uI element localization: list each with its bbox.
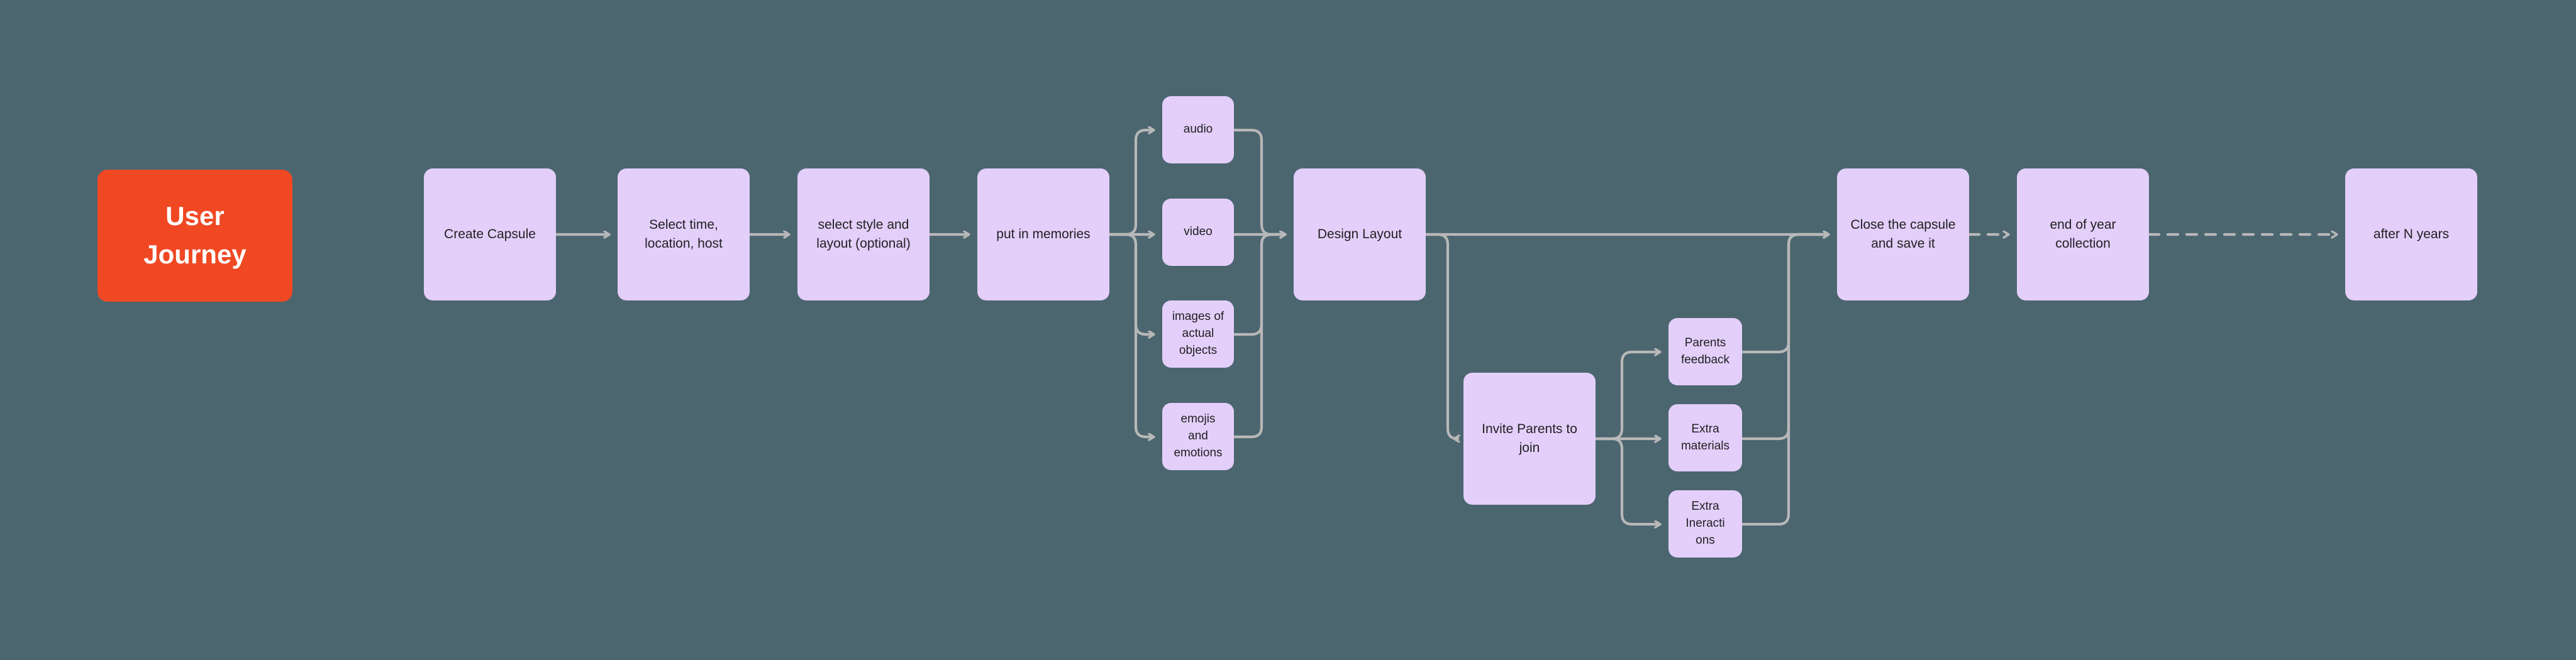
node-after-n-years[interactable]: after N years — [2345, 168, 2477, 300]
title-card-label: User Journey — [143, 197, 246, 274]
edge-interactions-to-close — [1740, 234, 1828, 526]
edge-emojis-to-design — [1232, 234, 1285, 439]
node-create-capsule[interactable]: Create Capsule — [424, 168, 556, 300]
title-card-user-journey[interactable]: User Journey — [97, 170, 292, 302]
edge-feedback-to-close — [1740, 234, 1828, 354]
edge-images-to-design — [1232, 234, 1285, 336]
node-label-audio: audio — [1183, 123, 1213, 136]
node-put-in-memories[interactable]: put in memories — [977, 168, 1109, 300]
node-label-design-layout: Design Layout — [1317, 227, 1402, 242]
edge-audio-to-design — [1232, 128, 1285, 234]
node-audio[interactable]: audio — [1162, 96, 1234, 163]
edge-memories-to-images — [1108, 233, 1153, 334]
node-label-select-time: Select time,location, host — [645, 217, 723, 251]
edge-memories-to-emojis — [1108, 233, 1153, 437]
node-video[interactable]: video — [1162, 199, 1234, 266]
node-label-create-capsule: Create Capsule — [444, 227, 536, 242]
edge-invite-to-interactions — [1594, 437, 1660, 524]
edge-materials-to-close — [1740, 234, 1828, 441]
node-select-time[interactable]: Select time,location, host — [618, 168, 750, 300]
node-label-put-in-memories: put in memories — [996, 227, 1091, 242]
node-label-video: video — [1184, 225, 1213, 239]
edge-design-to-invite — [1424, 233, 1458, 439]
edge-memories-to-audio — [1108, 130, 1153, 236]
title-card-line-2: Journey — [143, 239, 247, 269]
node-label-after-n-years: after N years — [2373, 227, 2450, 242]
title-card-line-1: User — [165, 201, 225, 231]
node-design-layout[interactable]: Design Layout — [1294, 168, 1426, 300]
edge-invite-to-feedback — [1594, 352, 1660, 441]
